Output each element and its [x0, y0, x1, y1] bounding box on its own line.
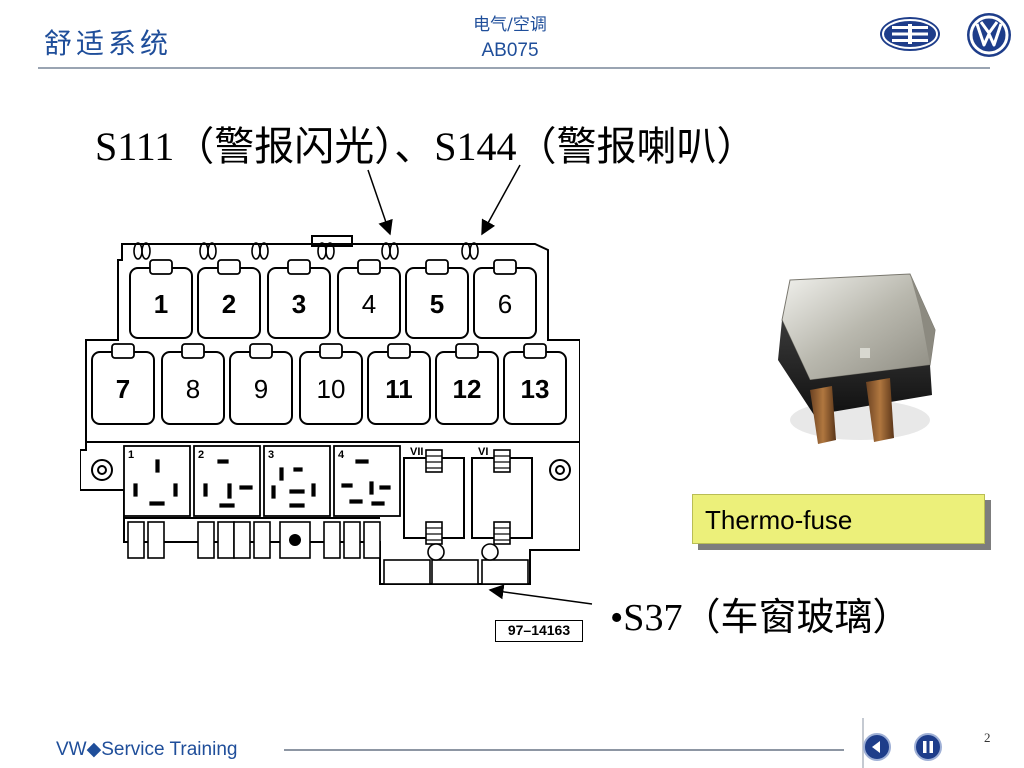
relay-slot — [333, 445, 401, 517]
fuse-number-11: 11 — [385, 374, 413, 404]
fuse-number-1: 1 — [154, 289, 168, 319]
thermo-fuse-photo — [778, 273, 936, 444]
fuse-number-10: 10 — [317, 374, 346, 404]
pause-button[interactable] — [913, 732, 943, 762]
page-number: 2 — [984, 730, 991, 745]
fuse-number-9: 9 — [254, 374, 268, 404]
subject-label: 电气/空调 — [473, 15, 547, 35]
course-code: AB075 — [481, 40, 539, 61]
relay-label-2: 2 — [198, 449, 204, 461]
footer-vertical-divider — [862, 718, 864, 768]
fuse-number-2: 2 — [222, 289, 236, 319]
footer-brand: VW◆Service Training — [56, 739, 238, 760]
relay-label-1: 1 — [128, 449, 134, 461]
relay-label-vii: VII — [410, 446, 423, 458]
fuse-number-3: 3 — [292, 289, 306, 319]
faw-logo-icon — [880, 17, 940, 51]
relay-label-4: 4 — [338, 449, 345, 461]
fuse-number-8: 8 — [186, 374, 200, 404]
figure-reference: 97–14163 — [495, 620, 583, 642]
slide-headline: S111（警报闪光）、S144（警报喇叭） — [95, 124, 757, 169]
pause-icon — [923, 741, 927, 753]
fuse-number-12: 12 — [453, 374, 482, 404]
relay-slot — [123, 445, 191, 517]
thermo-fuse-callout: Thermo-fuse — [692, 494, 985, 544]
footer-divider-line — [284, 749, 844, 751]
fuse-number-13: 13 — [521, 374, 550, 404]
section-title: 舒适系统 — [44, 27, 173, 60]
bullet-s37: •S37（车窗玻璃） — [610, 597, 911, 639]
fuse-number-5: 5 — [430, 289, 444, 319]
vw-logo-icon — [967, 13, 1011, 57]
fuse-number-7: 7 — [116, 374, 130, 404]
fuse-relay-panel-diagram: 1 2 3 4 5 6 7 8 9 10 11 12 13 1 2 3 4 — [80, 235, 580, 585]
arrow-left-icon — [872, 741, 880, 753]
header-divider — [38, 67, 990, 69]
relay-label-3: 3 — [268, 449, 274, 461]
fuse-number-6: 6 — [498, 289, 512, 319]
fuse-number-4: 4 — [362, 289, 376, 319]
previous-slide-button[interactable] — [862, 732, 892, 762]
relay-label-vi: VI — [478, 446, 488, 458]
arrow-s37 — [488, 584, 593, 605]
